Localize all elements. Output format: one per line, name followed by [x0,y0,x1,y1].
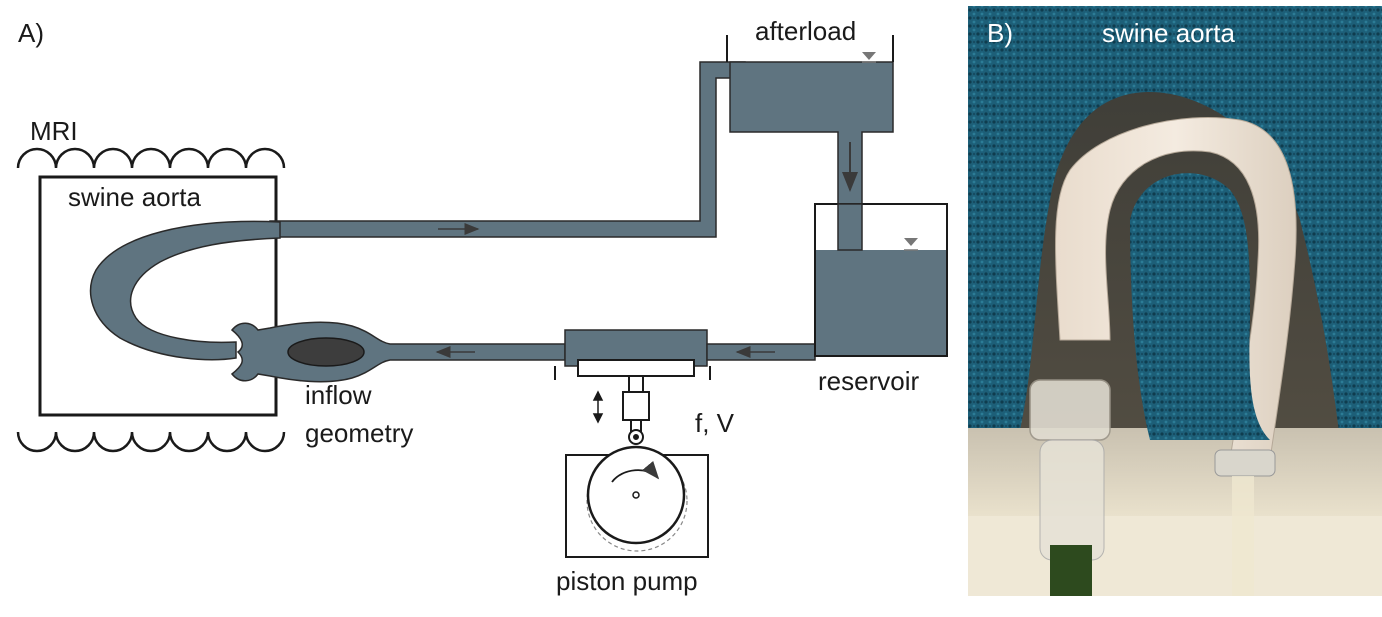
return-tube [269,61,746,238]
valve-connector [1029,379,1111,441]
panel-a: A) MRI swine aorta [16,16,948,596]
pump-chamber [554,329,816,380]
foam-upper [968,6,1382,440]
aorta-label: swine aorta [68,182,201,212]
piston-rod [622,376,650,445]
inflow-ellipse [287,337,365,367]
foam-front [1130,173,1270,440]
inflow-label-line1: inflow [305,380,372,410]
mri-coil-bottom [16,431,286,453]
panel-a-label: A) [18,18,44,48]
mri-label: MRI [30,116,78,146]
aorta-specimen [1055,117,1297,461]
mri-box [38,175,278,417]
mri-coil-top [16,147,286,169]
afterload-level-marker [862,52,876,60]
afterload-label: afterload [755,16,856,46]
inflow-geometry-shape [230,321,566,383]
piston-pump-housing [565,445,709,558]
pump-label: piston pump [556,566,698,596]
afterload-tank [726,35,894,221]
acrylic-plate [968,428,1382,516]
panel-b-label: B) [987,18,1013,48]
reservoir-level-marker [904,238,918,246]
panel-b-title: swine aorta [1102,18,1235,48]
aorta-u-shape [89,220,281,361]
panel-b-photo: B) swine aorta [968,6,1382,596]
stroke-arrow-icon [592,390,604,424]
pump-param-label: f, V [695,408,735,438]
reservoir-tank [814,203,948,357]
rotation-arrow-icon [611,460,660,483]
reservoir-label: reservoir [818,366,919,396]
inflow-label-line2: geometry [305,418,413,448]
